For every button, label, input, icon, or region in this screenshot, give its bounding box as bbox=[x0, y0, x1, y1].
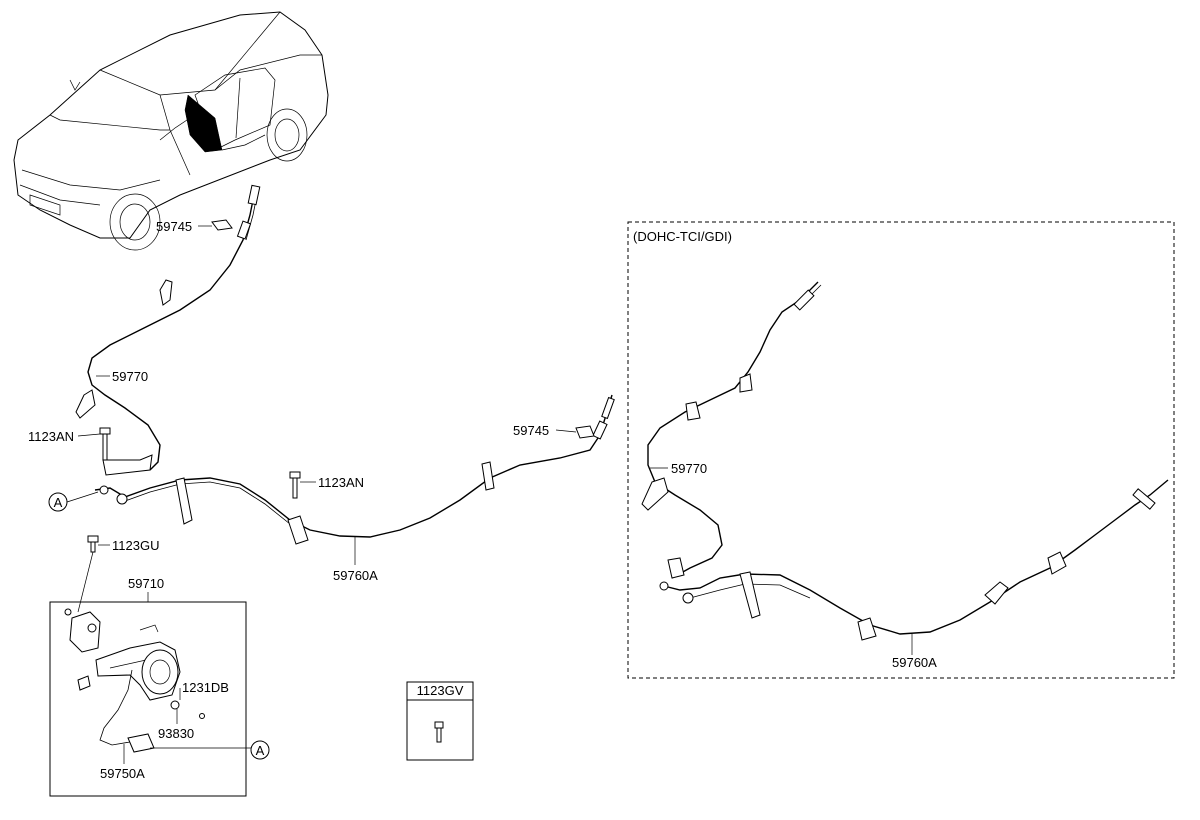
svg-text:59750A: 59750A bbox=[100, 766, 145, 781]
svg-text:59760A: 59760A bbox=[333, 568, 378, 583]
front-cable-59770-left bbox=[75, 184, 261, 476]
car-illustration bbox=[13, 11, 329, 251]
svg-text:A: A bbox=[256, 743, 265, 758]
callout-1123GU: 1123GU bbox=[98, 538, 159, 553]
callout-1123AN-left: 1123AN bbox=[28, 429, 101, 444]
svg-text:59760A: 59760A bbox=[892, 655, 937, 670]
callout-59760A-left: 59760A bbox=[333, 537, 378, 583]
svg-text:1123GV: 1123GV bbox=[417, 683, 464, 698]
legend-1123GV: 1123GV bbox=[406, 681, 474, 761]
variant-box-dohc bbox=[627, 221, 1175, 679]
callout-59750A: 59750A bbox=[100, 744, 145, 781]
callout-59710: 59710 bbox=[128, 576, 164, 602]
bolt-1123GU bbox=[77, 535, 99, 613]
svg-text:59745: 59745 bbox=[156, 219, 192, 234]
callout-59745-front: 59745 bbox=[156, 219, 212, 234]
callout-1123AN-mid: 1123AN bbox=[300, 475, 364, 490]
bolt-1123AN-mid bbox=[289, 471, 301, 499]
svg-text:1123GU: 1123GU bbox=[112, 538, 159, 553]
svg-text:A: A bbox=[54, 495, 63, 510]
variant-label: (DOHC-TCI/GDI) bbox=[633, 229, 732, 244]
marker-A-left: A bbox=[48, 491, 99, 512]
highlighted-area bbox=[184, 94, 223, 153]
clip-59745-front bbox=[211, 219, 233, 231]
svg-text:1123AN: 1123AN bbox=[318, 475, 364, 490]
svg-text:93830: 93830 bbox=[158, 726, 194, 741]
bolt-1123AN-left bbox=[99, 427, 111, 461]
svg-text:1231DB: 1231DB bbox=[182, 680, 229, 695]
svg-text:1123AN: 1123AN bbox=[28, 429, 74, 444]
callout-93830: 93830 bbox=[158, 709, 194, 741]
callout-59745-mid: 59745 bbox=[513, 423, 577, 438]
rear-cable-59760A-right bbox=[659, 479, 1169, 641]
callout-1231DB: 1231DB bbox=[179, 680, 229, 700]
parking-brake-lever-assembly bbox=[64, 608, 255, 753]
svg-text:59745: 59745 bbox=[513, 423, 549, 438]
clip-59745-mid bbox=[575, 425, 595, 439]
callout-59770-left: 59770 bbox=[96, 369, 148, 384]
svg-text:59770: 59770 bbox=[671, 461, 707, 476]
svg-text:59710: 59710 bbox=[128, 576, 164, 591]
front-cable-59770-right bbox=[641, 281, 822, 579]
marker-A-right: A bbox=[250, 740, 270, 760]
callout-59770-right: 59770 bbox=[650, 461, 707, 476]
callout-59760A-right: 59760A bbox=[892, 634, 937, 670]
svg-text:59770: 59770 bbox=[112, 369, 148, 384]
rear-cable-59760A-left bbox=[94, 394, 615, 545]
